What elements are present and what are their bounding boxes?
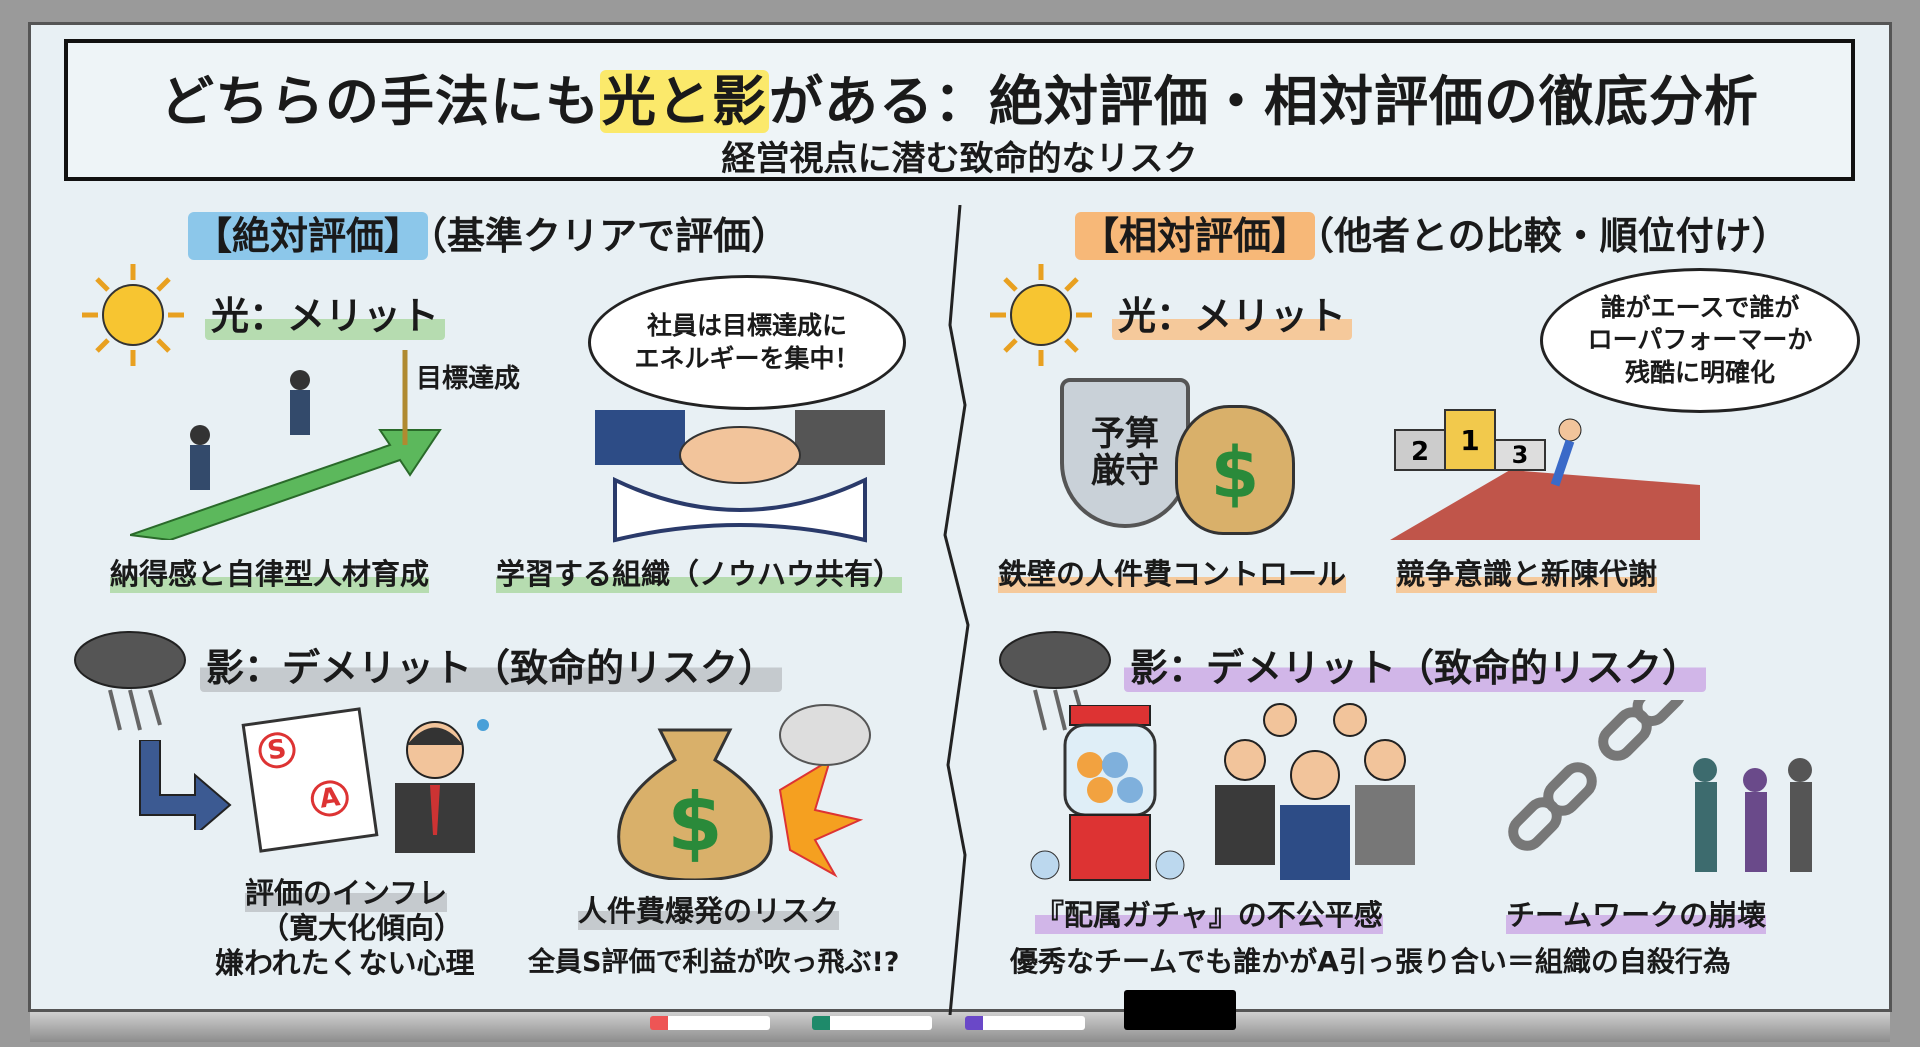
zigzag-divider	[943, 205, 970, 1015]
bubble-line: ローパフォーマーか	[1587, 325, 1813, 355]
absolute-tag: 【絶対評価】	[188, 212, 429, 260]
podium-2: 2	[1411, 437, 1429, 467]
page-subtitle: 経営視点に潜む致命的なリスク	[721, 139, 1198, 179]
exploding-money-bag-illustration: $	[617, 704, 871, 880]
right-speech-bubble: 誰がエースで誰がローパフォーマーか残酷に明確化	[1540, 268, 1860, 413]
bubble-line: エネルギーを集中！	[634, 343, 860, 373]
green-marker	[812, 1016, 932, 1030]
page-title: どちらの手法にも光と影がある：絶対評価・相対評価の徹底分析	[68, 57, 1851, 136]
turn-arrow-icon	[139, 740, 232, 830]
teamwork-caption: チームワークの崩壊	[1506, 892, 1767, 934]
relative-tag: 【相対評価】	[1075, 212, 1316, 260]
eraser	[1124, 990, 1236, 1030]
podium-1: 1	[1460, 424, 1479, 457]
gacha-caption: 『配属ガチャ』の不公平感	[1035, 892, 1383, 934]
right-merit-caption-2: 競争意識と新陳代謝	[1396, 551, 1658, 593]
purple-marker	[965, 1016, 1085, 1030]
relative-note: （他者との比較・順位付け）	[1315, 214, 1790, 258]
left-merit-title: 光：メリット	[205, 285, 446, 340]
right-demerit-title: 影：デメリット（致命的リスク）	[1124, 637, 1707, 692]
cost-explosion-note: 全員S評価で利益が吹っ飛ぶ!?	[528, 947, 900, 978]
cost-explosion-caption: 人件費爆発のリスク	[578, 888, 840, 930]
storm-cloud-icon	[74, 631, 186, 731]
running-up-arrow-illustration	[130, 350, 442, 540]
title-pre: どちらの手法にも	[160, 70, 600, 133]
inflation-caption: 評価のインフレ	[245, 870, 448, 912]
left-demerit-title: 影：デメリット（致命的リスク）	[200, 637, 783, 692]
bubble-line: 残酷に明確化	[1624, 357, 1775, 387]
left-speech-bubble: 社員は目標達成にエネルギーを集中！	[588, 275, 906, 410]
money-bag-icon: $	[1175, 405, 1295, 535]
inflation-reason: 嫌われたくない心理	[215, 946, 475, 980]
relative-heading: 【相対評価】（他者との比較・順位付け）	[1075, 205, 1790, 260]
right-merit-title: 光：メリット	[1112, 285, 1353, 340]
gacha-machine-illustration	[1030, 705, 1185, 881]
shield-text: 厳守	[1091, 451, 1159, 491]
teamwork-note: 優秀なチームでも誰かがA引っ張り合い＝組織の自殺行為	[1010, 945, 1731, 978]
title-post: がある：絶対評価・相対評価の徹底分析	[769, 70, 1759, 133]
sun-icon	[82, 264, 184, 366]
goal-label: 目標達成	[416, 364, 521, 394]
budget-shield-icon: 予算厳守	[1060, 378, 1190, 528]
title-box: どちらの手法にも光と影がある：絶対評価・相対評価の徹底分析 経営視点に潜む致命的…	[64, 39, 1855, 181]
right-merit-caption-1: 鉄壁の人件費コントロール	[998, 551, 1347, 593]
absolute-note: （基準クリアで評価）	[428, 214, 790, 258]
bubble-line: 誰がエースで誰が	[1600, 292, 1800, 322]
bubble-line: 社員は目標達成に	[646, 311, 847, 340]
inflation-subcaption: （寛大化傾向）	[260, 911, 464, 945]
dollar-sign: $	[667, 776, 723, 869]
marker-tray	[30, 1012, 1890, 1042]
podium-3: 3	[1512, 441, 1529, 469]
grade-a-mark: A	[308, 777, 352, 819]
left-merit-caption-1: 納得感と自律型人材育成	[110, 551, 430, 593]
shield-text: 予算	[1091, 413, 1159, 454]
broken-chain-team-illustration	[1508, 700, 1812, 872]
podium-race-illustration: 2 1 3	[1390, 409, 1700, 540]
sun-icon	[990, 264, 1092, 366]
grade-s-mark: S	[256, 729, 298, 771]
absolute-heading: 【絶対評価】（基準クリアで評価）	[188, 205, 789, 260]
left-merit-caption-2: 学習する組織（ノウハウ共有）	[496, 551, 903, 593]
title-highlight: 光と影	[600, 70, 769, 133]
worried-manager-illustration	[395, 719, 489, 853]
employees-group-illustration	[1215, 703, 1415, 880]
handshake-book-illustration	[595, 410, 885, 543]
red-marker	[650, 1016, 770, 1030]
